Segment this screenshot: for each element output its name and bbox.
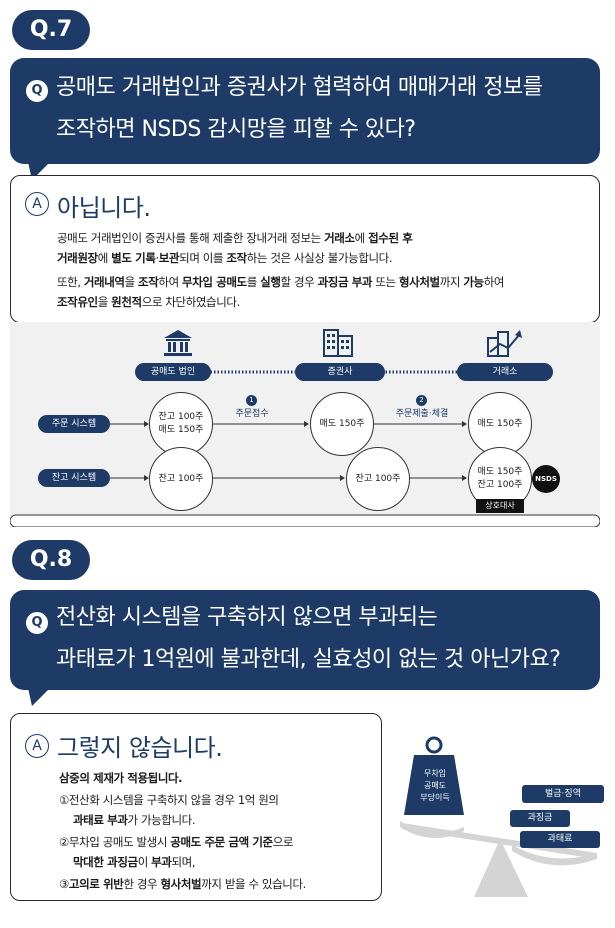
q8-question-line2: 과태료가 1억원에 불과한데, 실효성이 없는 것 아닌가요? [56,647,561,672]
q8-item2-line2: 막대한 과징금이 부과되며, [73,855,196,869]
q8-question-box: Q 전산화 시스템을 구축하지 않으면 부과되는 과태료가 1억원에 불과한데,… [10,590,600,706]
q7-tag: Q.7 [12,10,90,50]
q8-answer-box: A 그렇지 않습니다. 삼중의 제재가 적용됩니다. ①전산화 시스템을 구축하… [10,713,382,901]
q8-item1-line1: ①전산화 시스템을 구축하지 않을 경우 1억 원의 [59,793,279,807]
order-system-label: 주문 시스템 [38,415,110,433]
office-buildings-icon [323,329,353,357]
government-building-icon [164,330,192,356]
penalty-fine: 과태료 [520,831,600,848]
q7-answer-title: 아닙니다. [57,194,151,222]
circle-broker-balance: 잔고 100주 [346,447,410,511]
penalty-fine-imprisonment: 벌금·징역 [522,785,604,803]
q8-heading: 삼중의 제재가 적용됩니다. [59,771,183,785]
diagram-lines [10,370,600,527]
q7-paragraph2-line2: 조작유인을 원천적으로 차단하였습니다. [57,295,240,309]
q8-question-line1: 전산화 시스템을 구축하지 않으면 부과되는 [56,605,438,630]
q-icon: Q [24,610,50,636]
balance-scale-icon [400,736,597,897]
q7-question-line1: 공매도 거래법인과 증권사가 협력하여 매매거래 정보를 [56,75,543,100]
penalty-surcharge: 과징금 [510,810,570,827]
speech-tail [28,688,50,706]
q-icon: Q [24,78,50,104]
entity-brokerage: 증권사 [295,363,385,381]
stock-exchange-icon [487,330,522,357]
entity-shorting-firm: 공매도 법인 [135,363,211,381]
q8-answer-title: 그렇지 않습니다. [57,734,223,762]
circle-firm-balance: 잔고 100주 [149,447,213,511]
step1-label: 주문접수 [235,409,269,419]
balance-system-label: 잔고 시스템 [38,469,110,487]
entity-exchange: 거래소 [457,363,553,381]
q8-item3: ③고의로 위반한 경우 형사처벌까지 받을 수 있습니다. [59,877,306,891]
q8-item1-line2: 과태료 부과가 가능합니다. [73,813,196,827]
q8-tag: Q.8 [12,540,90,580]
a-icon: A [25,734,49,758]
step2-label: 주문제출·체결 [395,409,449,419]
q8-item2-line1: ②무차입 공매도 발생시 공매도 주문 금액 기준으로 [59,835,294,849]
q7-question-line2: 조작하면 NSDS 감시망을 피할 수 있다? [56,117,416,142]
nsds-badge: NSDS [532,465,560,493]
a-icon: A [25,192,49,216]
cross-check-label: 상호대사 [476,499,524,513]
step1-number: 1 [246,395,257,406]
q7-paragraph1-line1: 공매도 거래법인이 증권사를 통해 제출한 장내거래 정보는 거래소에 접수된 … [57,231,413,245]
q7-paragraph2-line1: 또한, 거래내역을 조작하여 무차입 공매도를 실행할 경우 과징금 부과 또는… [57,275,505,289]
q7-answer-box: A 아닙니다. 공매도 거래법인이 증권사를 통해 제출한 장내거래 정보는 거… [10,175,600,323]
q7-paragraph1-line2: 거래원장에 별도 기록·보관되며 이를 조작하는 것은 사실상 불가능합니다. [57,251,393,265]
step2-number: 2 [416,395,427,406]
q7-question-box: Q 공매도 거래법인과 증권사가 협력하여 매매거래 정보를 조작하면 NSDS… [10,58,600,180]
circle-broker-order: 매도 150주 [310,392,374,456]
